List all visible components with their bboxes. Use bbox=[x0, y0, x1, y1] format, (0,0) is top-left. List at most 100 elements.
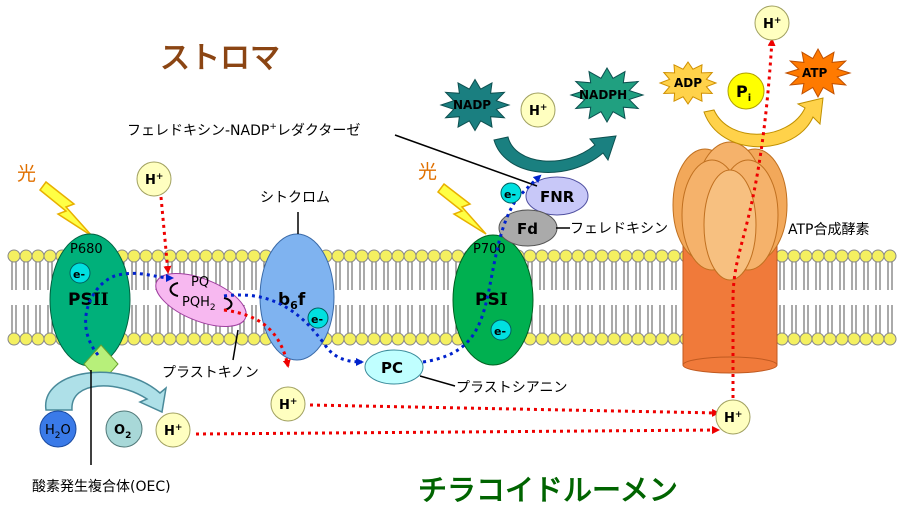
lipid-head bbox=[151, 332, 165, 346]
proton-ion bbox=[136, 161, 172, 197]
proton-paths bbox=[159, 38, 776, 436]
nadph-star-icon bbox=[569, 67, 645, 123]
lipid-head bbox=[199, 332, 213, 346]
lipid-head bbox=[787, 332, 801, 346]
lipid-head bbox=[343, 249, 357, 263]
proton-ion bbox=[520, 92, 556, 128]
pi-circle bbox=[727, 72, 765, 110]
lipid-head bbox=[859, 332, 873, 346]
fnr-name-label: フェレドキシン-NADP+レダクターゼ bbox=[127, 122, 360, 139]
proton-path-through-atpase bbox=[731, 38, 776, 398]
lipid-head bbox=[667, 249, 681, 263]
atp-star-icon bbox=[784, 47, 852, 99]
pi-label: Pi bbox=[736, 82, 751, 104]
lipid-head bbox=[415, 249, 429, 263]
atp-synthase bbox=[672, 141, 788, 374]
lipid-head bbox=[367, 332, 381, 346]
lipid-head bbox=[571, 332, 585, 346]
lipid-head bbox=[619, 332, 633, 346]
pc-leader-line bbox=[419, 375, 456, 387]
lipid-head bbox=[835, 332, 849, 346]
proton-label: H+ bbox=[724, 410, 742, 426]
atp-label: ATP bbox=[802, 66, 828, 80]
lightning-left-icon bbox=[38, 180, 93, 237]
lipid-head bbox=[139, 332, 153, 346]
lipid-head bbox=[427, 249, 441, 263]
lipid-head bbox=[595, 332, 609, 346]
proton-ion bbox=[155, 412, 191, 448]
lipid-head bbox=[799, 332, 813, 346]
lipid-head bbox=[355, 249, 369, 263]
psii-pigment-label: P680 bbox=[70, 242, 103, 257]
electron-fnr-label: e- bbox=[504, 188, 516, 201]
nadp-star-icon bbox=[439, 78, 511, 132]
electron-paths bbox=[84, 174, 542, 366]
proton-ion bbox=[715, 399, 751, 435]
lipid-head bbox=[547, 332, 561, 346]
lipid-head bbox=[859, 249, 873, 263]
lumen-title: チラコイドルーメン bbox=[418, 473, 678, 507]
lipid-head bbox=[871, 332, 885, 346]
lipid-head bbox=[655, 249, 669, 263]
lipid-head bbox=[643, 332, 657, 346]
lipid-head bbox=[247, 332, 261, 346]
lipid-head bbox=[379, 249, 393, 263]
lipid-head bbox=[199, 249, 213, 263]
lipid-head bbox=[439, 332, 453, 346]
light-label-right: 光 bbox=[418, 161, 437, 183]
fnr-leader-line bbox=[394, 134, 538, 187]
electron-b6f-label: e- bbox=[311, 313, 323, 326]
lipid-head bbox=[43, 332, 57, 346]
lipid-head bbox=[331, 332, 345, 346]
atp-synthase-label: ATP合成酵素 bbox=[788, 222, 869, 238]
lipid-head bbox=[391, 332, 405, 346]
psi-pigment-label: P700 bbox=[473, 242, 506, 257]
lipid-head bbox=[439, 249, 453, 263]
lipid-head bbox=[343, 332, 357, 346]
fnr-enzyme bbox=[525, 176, 589, 216]
lipid-head bbox=[403, 332, 417, 346]
lipid-head bbox=[403, 249, 417, 263]
lipid-head bbox=[331, 249, 345, 263]
lipid-head bbox=[607, 249, 621, 263]
proton-path-oec-to-atpase bbox=[195, 426, 720, 436]
lipid-head bbox=[223, 332, 237, 346]
lipid-head bbox=[355, 332, 369, 346]
proton-path-stroma-to-pq bbox=[159, 196, 172, 274]
lightning-right-icon bbox=[436, 182, 487, 235]
lipid-head bbox=[175, 249, 189, 263]
lipid-head bbox=[247, 249, 261, 263]
lipid-head bbox=[811, 249, 825, 263]
proton-ion bbox=[754, 5, 790, 41]
plastoquinone-label: プラストキノン bbox=[162, 365, 259, 381]
lipid-head bbox=[799, 249, 813, 263]
pq-label: PQ bbox=[191, 275, 209, 290]
lipid-head bbox=[583, 332, 597, 346]
ferredoxin-label: フェレドキシン bbox=[570, 221, 668, 237]
water-molecule bbox=[39, 410, 77, 448]
lipid-head bbox=[631, 332, 645, 346]
lipid-head bbox=[31, 332, 45, 346]
lipid-head bbox=[619, 249, 633, 263]
lipid-head bbox=[631, 249, 645, 263]
plastocyanin-label: プラストシアニン bbox=[456, 380, 567, 396]
proton-label: H+ bbox=[763, 16, 781, 32]
electron-psi bbox=[490, 319, 512, 341]
lipid-head bbox=[187, 332, 201, 346]
pqh2-label: PQH2 bbox=[182, 295, 216, 313]
lipid-head bbox=[235, 249, 249, 263]
pc-label: PC bbox=[381, 359, 403, 377]
lipid-head bbox=[787, 249, 801, 263]
fnr-label: FNR bbox=[540, 188, 575, 206]
lipid-head bbox=[835, 249, 849, 263]
atp-synthesis-arrow bbox=[703, 97, 824, 148]
electron-fnr bbox=[500, 182, 522, 204]
light-label-left: 光 bbox=[17, 163, 36, 185]
proton-label: H+ bbox=[279, 397, 297, 413]
psii-label: PSII bbox=[68, 290, 109, 310]
lipid-head bbox=[7, 332, 21, 346]
lipid-head bbox=[379, 332, 393, 346]
lipid-head bbox=[535, 332, 549, 346]
lipid-head bbox=[19, 249, 33, 263]
